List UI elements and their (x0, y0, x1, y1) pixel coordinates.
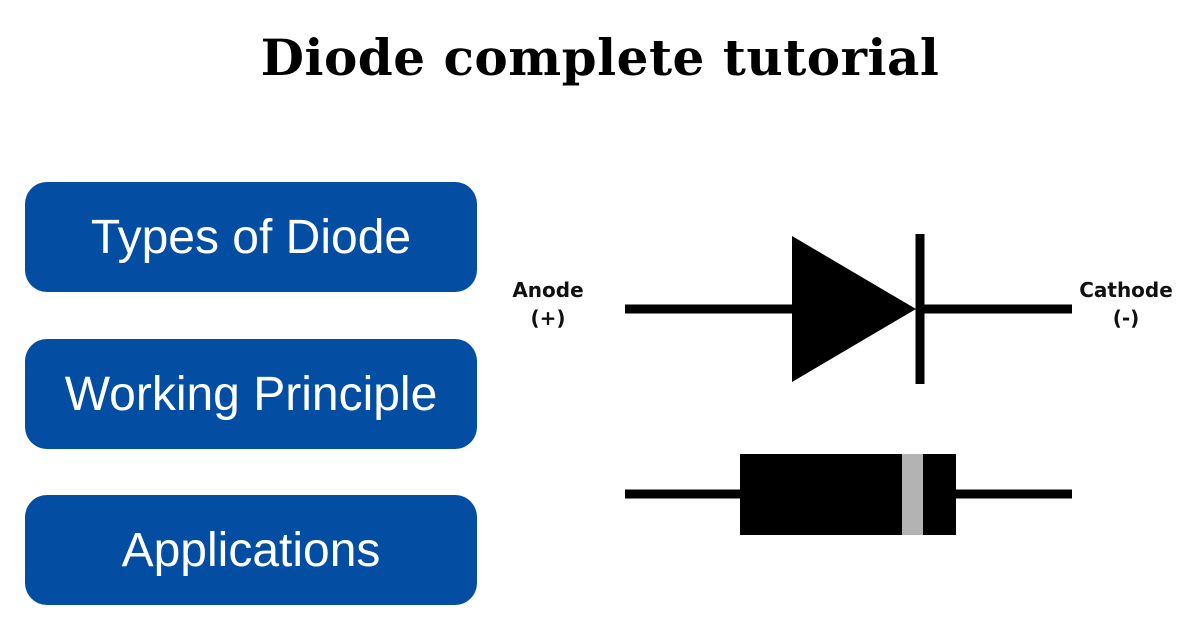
anode-name: Anode (512, 278, 584, 302)
anode-sign: (+) (530, 306, 566, 330)
component-body (740, 454, 956, 535)
cathode-band (902, 454, 923, 535)
applications-label: Applications (121, 523, 381, 577)
cathode-label: Cathode (-) (1068, 276, 1184, 332)
diode-component (625, 454, 1072, 535)
diode-triangle (792, 236, 916, 382)
cathode-name: Cathode (1079, 278, 1173, 302)
working-principle-label: Working Principle (64, 367, 438, 421)
anode-label: Anode (+) (500, 276, 596, 332)
applications-button[interactable]: Applications (25, 495, 477, 605)
cathode-sign: (-) (1112, 306, 1140, 330)
diode-schematic-symbol (625, 234, 1072, 384)
types-of-diode-button[interactable]: Types of Diode (25, 182, 477, 292)
page-title: Diode complete tutorial (260, 28, 940, 87)
types-of-diode-label: Types of Diode (90, 210, 412, 264)
working-principle-button[interactable]: Working Principle (25, 339, 477, 449)
